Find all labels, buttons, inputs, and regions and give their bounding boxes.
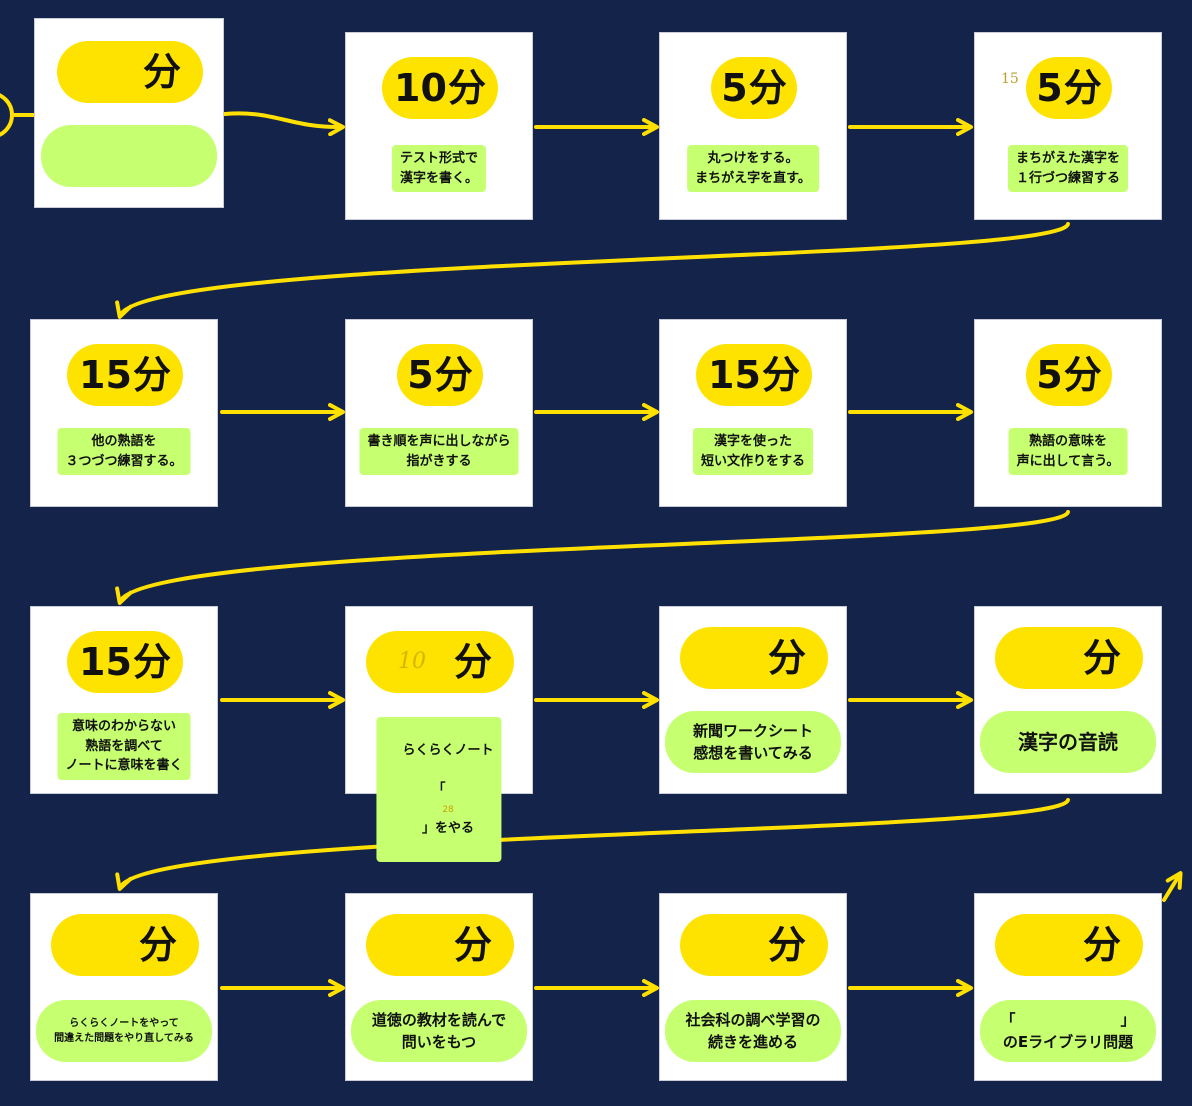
step-card-13: 分 らくらくノートをやって 間違えた問題をやり直してみる bbox=[30, 893, 218, 1081]
step-card-11: 分 新聞ワークシート 感想を書いてみる bbox=[659, 606, 847, 794]
task-label: まちがえた漢字を １行づつ練習する bbox=[1007, 145, 1129, 192]
task-label: 道徳の教材を読んで 問いをもつ bbox=[351, 1000, 527, 1062]
task-label: 「 」 のEライブラリ問題 bbox=[980, 1000, 1156, 1062]
time-badge: 10 分 bbox=[366, 631, 514, 693]
time-badge: 分 bbox=[51, 914, 199, 976]
time-badge: 分 bbox=[995, 627, 1143, 689]
time-value: 15 bbox=[79, 353, 132, 397]
task-label: テスト形式で 漢字を書く。 bbox=[391, 145, 487, 192]
task-label: 漢字を使った 短い文作りをする bbox=[692, 428, 814, 475]
time-unit: 分 bbox=[142, 50, 181, 94]
time-value: 5 bbox=[1036, 353, 1063, 397]
time-unit: 分 bbox=[767, 636, 806, 680]
time-value: 5 bbox=[721, 66, 748, 110]
task-label: 他の熟語を ３つづつ練習する。 bbox=[57, 428, 191, 475]
time-unit: 分 bbox=[748, 66, 787, 110]
time-unit: 分 bbox=[1063, 66, 1102, 110]
start-node bbox=[0, 93, 14, 137]
arrow-4-5 bbox=[115, 222, 1070, 319]
arrow-12-13 bbox=[115, 798, 1070, 891]
task-line-2: 」をやる bbox=[422, 820, 475, 836]
time-unit: 分 bbox=[132, 353, 171, 397]
task-label: 意味のわからない 熟語を調べて ノートに意味を書く bbox=[57, 713, 191, 780]
task-label: 社会科の調べ学習の 続きを進める bbox=[665, 1000, 841, 1062]
step-card-1: 分 bbox=[34, 18, 224, 208]
time-badge: 分 bbox=[366, 914, 514, 976]
handwritten-note: 15 bbox=[1001, 71, 1019, 87]
task-line-1: らくらくノート bbox=[402, 742, 494, 758]
time-unit: 分 bbox=[761, 353, 800, 397]
task-label: 漢字の音読 bbox=[980, 711, 1156, 773]
time-value: 10 bbox=[394, 66, 447, 110]
time-badge: 分 bbox=[995, 914, 1143, 976]
task-label: らくらくノートをやって 間違えた問題をやり直してみる bbox=[36, 1000, 212, 1062]
time-value: 5 bbox=[407, 353, 434, 397]
step-card-15: 分 社会科の調べ学習の 続きを進める bbox=[659, 893, 847, 1081]
step-card-16: 分 「 」 のEライブラリ問題 bbox=[974, 893, 1162, 1081]
time-unit: 分 bbox=[434, 353, 473, 397]
time-unit: 分 bbox=[138, 923, 177, 967]
time-badge: 分 bbox=[57, 41, 203, 103]
task-label: 書き順を声に出しながら 指がきする bbox=[359, 428, 519, 475]
task-label: 丸つけをする。 まちがえ字を直す。 bbox=[687, 145, 819, 192]
task-label: 新聞ワークシート 感想を書いてみる bbox=[665, 711, 841, 773]
handwritten-page-number: 28 bbox=[442, 805, 454, 815]
time-unit: 分 bbox=[1082, 636, 1121, 680]
time-value: 15 bbox=[79, 640, 132, 684]
task-label bbox=[41, 125, 217, 187]
task-label: 熟語の意味を 声に出して言う。 bbox=[1008, 428, 1128, 475]
time-value: 15 bbox=[708, 353, 761, 397]
time-unit: 分 bbox=[453, 923, 492, 967]
time-unit: 分 bbox=[767, 923, 806, 967]
step-card-14: 分 道徳の教材を読んで 問いをもつ bbox=[345, 893, 533, 1081]
time-unit: 分 bbox=[1082, 923, 1121, 967]
task-bracket-open: 「 bbox=[432, 781, 446, 797]
time-badge: 分 bbox=[680, 914, 828, 976]
time-value: 5 bbox=[1036, 66, 1063, 110]
arrow-exit bbox=[1162, 871, 1183, 902]
arrow-8-9 bbox=[115, 510, 1070, 605]
time-badge: 分 bbox=[680, 627, 828, 689]
task-label: らくらくノート 「 28 」をやる bbox=[376, 717, 502, 862]
handwritten-time: 10 bbox=[397, 649, 426, 674]
time-unit: 分 bbox=[447, 66, 486, 110]
arrow-1-2 bbox=[223, 111, 345, 137]
time-unit: 分 bbox=[453, 640, 492, 684]
time-unit: 分 bbox=[132, 640, 171, 684]
time-unit: 分 bbox=[1063, 353, 1102, 397]
step-card-10: 10 分 らくらくノート 「 28 」をやる bbox=[345, 606, 533, 862]
step-card-12: 分 漢字の音読 bbox=[974, 606, 1162, 794]
